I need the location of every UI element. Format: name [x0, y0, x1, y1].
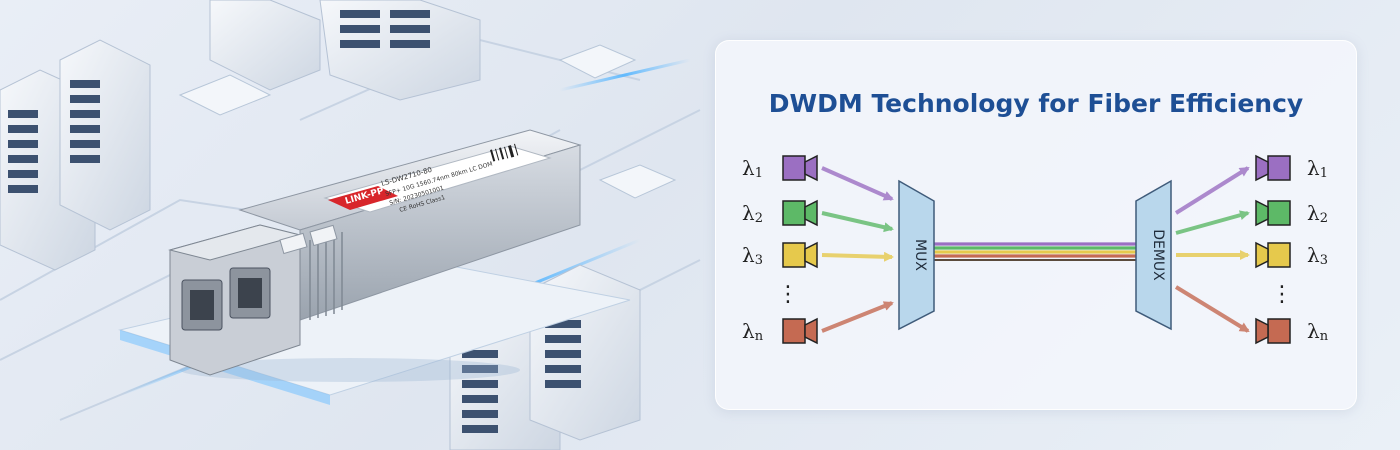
demux-block: [1135, 179, 1172, 331]
right-receiver-4-icon: [1255, 317, 1291, 345]
demux-label: DEMUX: [1150, 229, 1166, 281]
left-lambda-3: λ3: [742, 243, 763, 268]
fiber-bundle: [934, 242, 1136, 261]
left-arrow-2: [821, 211, 894, 233]
right-lambda-3: λ3: [1307, 243, 1328, 268]
left-source-4-icon: [782, 317, 818, 345]
left-source-2-icon: [782, 199, 818, 227]
left-source-1-icon: [782, 154, 818, 182]
server-racks-left: [0, 39, 151, 271]
right-receiver-1-icon: [1255, 154, 1291, 182]
right-ellipsis: ⋮: [1271, 282, 1293, 307]
left-lambda-4: λn: [742, 319, 764, 344]
left-lambda-1: λ1: [742, 156, 763, 181]
mux-block: [898, 179, 935, 331]
right-arrow-1: [1174, 166, 1250, 215]
left-source-3-icon: [782, 241, 818, 269]
sfp-transceiver-module: LINK-PP LS-DW2710-80 SFP+ 10G 1560.74nm …: [168, 129, 582, 382]
left-lambda-2: λ2: [742, 201, 763, 226]
right-lambda-1: λ1: [1307, 156, 1328, 181]
right-arrow-4: [1174, 285, 1250, 333]
left-ellipsis: ⋮: [777, 282, 799, 307]
right-receiver-3-icon: [1255, 241, 1291, 269]
dwdm-diagram-panel: DWDM Technology for Fiber Efficiency MUX…: [715, 40, 1357, 410]
mux-label: MUX: [912, 239, 928, 271]
left-arrow-4: [821, 301, 894, 333]
left-arrow-3: [821, 251, 894, 262]
server-racks-top: [209, 0, 481, 101]
left-arrow-1: [821, 166, 894, 201]
chip-boxes: [178, 44, 677, 199]
diagram-title: DWDM Technology for Fiber Efficiency: [768, 89, 1304, 118]
right-lambda-2: λ2: [1307, 201, 1328, 226]
right-arrow-2: [1175, 210, 1250, 235]
barcode: [490, 143, 519, 162]
lc-duplex-ports: [181, 267, 271, 331]
right-lambda-4: λn: [1307, 319, 1329, 344]
dwdm-diagram: MUX DEMUX λ1 λ2 λ3 λn λ1 λ2 λ3 λn ⋮ ⋮: [742, 154, 1329, 345]
right-receiver-2-icon: [1255, 199, 1291, 227]
